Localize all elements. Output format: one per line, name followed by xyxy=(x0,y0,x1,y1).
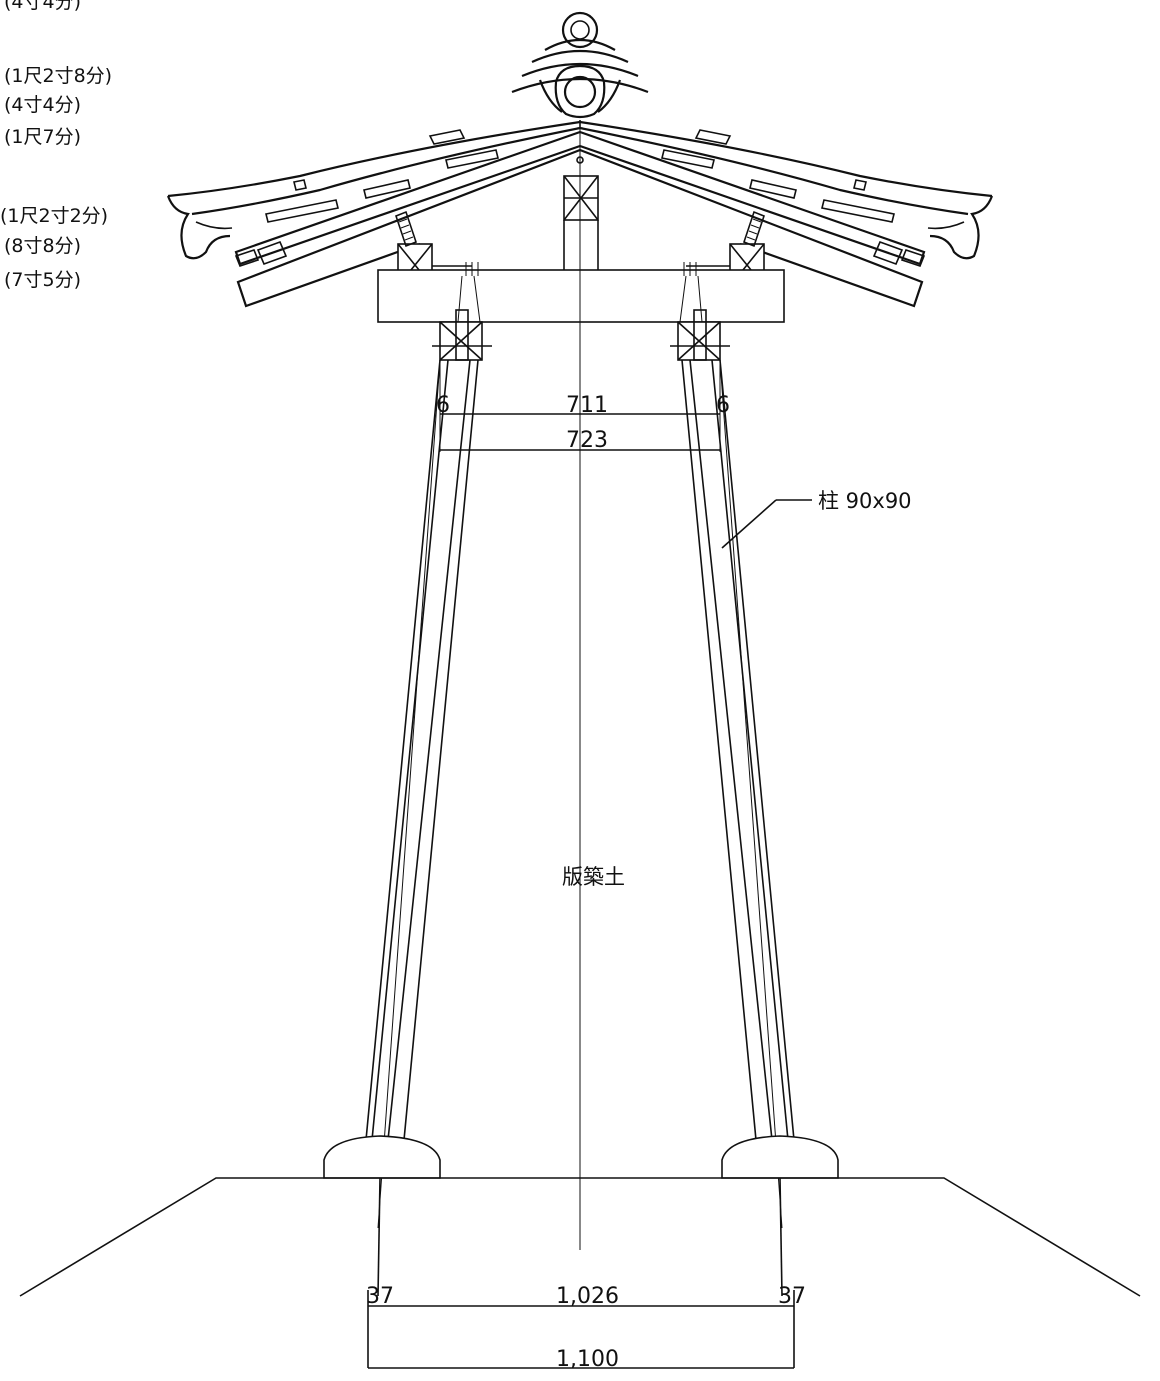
side-label: (1尺2寸8分) xyxy=(4,65,112,87)
side-label: (1尺7分) xyxy=(4,126,81,148)
tie-beam xyxy=(377,262,785,323)
column-callout: 柱 90x90 xyxy=(721,489,912,549)
dimension-label: 6 xyxy=(716,393,730,418)
column-label: 柱 90x90 xyxy=(818,489,912,513)
base-dimensions: 37 1,026 37 1,100 xyxy=(366,1284,806,1372)
dimension-label: 711 xyxy=(566,393,608,418)
dimension-label: 723 xyxy=(566,428,608,453)
dimension-label: 37 xyxy=(778,1284,806,1309)
ridge-finial xyxy=(511,11,649,128)
top-dimensions: 6 711 6 723 xyxy=(436,360,730,453)
side-label: (4寸4分) xyxy=(4,94,81,116)
side-label: (1尺2寸2分) xyxy=(0,205,108,227)
king-post xyxy=(563,156,599,270)
side-labels: (4寸4分) (1尺2寸8分) (4寸4分) (1尺7分) (1尺2寸2分) (… xyxy=(0,0,112,291)
dimension-label: 6 xyxy=(436,393,450,418)
core-label: 版築土 xyxy=(562,865,625,889)
column-bases xyxy=(323,1135,839,1179)
side-label: (4寸4分) xyxy=(4,0,81,13)
columns xyxy=(365,359,795,1229)
side-label: (8寸8分) xyxy=(4,235,81,257)
roof xyxy=(166,120,994,308)
column-heads xyxy=(432,275,730,361)
dimension-label: 1,026 xyxy=(556,1284,619,1309)
side-label: (7寸5分) xyxy=(4,269,81,291)
dimension-label: 37 xyxy=(366,1284,394,1309)
dimension-label: 1,100 xyxy=(556,1347,619,1372)
